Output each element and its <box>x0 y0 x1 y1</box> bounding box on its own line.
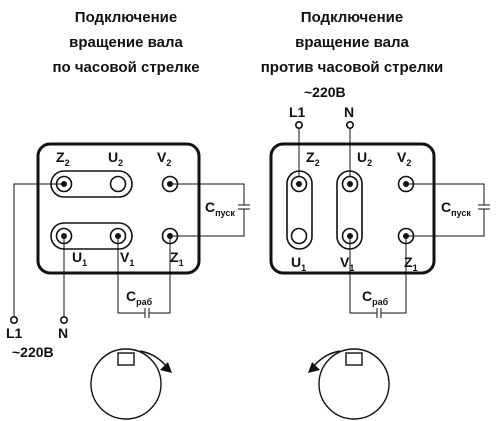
left-wire-l1 <box>13 183 64 316</box>
left-label-u2: U2 <box>108 149 123 168</box>
right-terminal-box <box>269 142 436 275</box>
left-label-v1: V1 <box>120 249 134 268</box>
right-crun-wire-left <box>349 236 377 314</box>
left-n-terminal <box>59 315 68 324</box>
left-jumper-u1-v1 <box>50 222 133 250</box>
left-n-label: N <box>58 325 68 341</box>
right-terminal-u2 <box>341 175 359 193</box>
right-label-u1: U1 <box>291 254 306 273</box>
right-n-terminal <box>345 121 354 130</box>
left-crun-label: Cраб <box>126 288 153 307</box>
left-cstart-wire-bottom <box>170 209 245 237</box>
right-label-z1: Z1 <box>404 254 418 273</box>
right-crun-wire-right <box>381 236 407 314</box>
left-title-line-3: по часовой стрелке <box>52 59 199 76</box>
left-label-u1: U1 <box>72 249 87 268</box>
right-cstart-label: Cпуск <box>441 199 471 218</box>
left-cstart-wire-top <box>170 183 245 205</box>
left-l1-label: L1 <box>6 325 23 341</box>
right-title-line-3: против часовой стрелки <box>261 59 444 76</box>
left-crun-wire-right <box>149 236 171 314</box>
right-cstart-wire-top <box>406 183 485 205</box>
right-label-z2: Z2 <box>306 149 320 168</box>
left-crun-wire-left <box>117 236 145 314</box>
left-label-v2: V2 <box>157 149 171 168</box>
left-title-line-2: вращение вала <box>69 34 183 51</box>
right-label-u2: U2 <box>357 149 372 168</box>
right-title-line-2: вращение вала <box>295 34 409 51</box>
right-label-v1: V1 <box>340 254 354 273</box>
right-l1-label: L1 <box>289 104 306 120</box>
left-terminal-u2 <box>109 175 127 193</box>
left-cstart-label: Cпуск <box>205 199 235 218</box>
right-terminal-u1 <box>290 227 308 245</box>
right-terminal-z2 <box>290 175 308 193</box>
right-label-v2: V2 <box>397 149 411 168</box>
right-l1-terminal <box>294 121 303 130</box>
left-label-z2: Z2 <box>56 149 70 168</box>
right-title-line-1: Подключение <box>301 9 403 26</box>
right-voltage-label: ~220В <box>304 84 346 100</box>
right-cstart-wire-bottom <box>406 209 485 237</box>
left-label-z1: Z1 <box>170 249 184 268</box>
right-crun-label: Cраб <box>362 288 389 307</box>
left-voltage-label: ~220В <box>12 344 54 360</box>
left-l1-terminal <box>10 315 19 324</box>
right-shaft-rotation-counterclockwise-icon <box>308 348 390 420</box>
left-title-line-1: Подключение <box>75 9 177 26</box>
left-shaft-rotation-clockwise-icon <box>90 348 172 420</box>
right-n-label: N <box>344 104 354 120</box>
clockwise-diagram: Подключение вращение вала по часовой стр… <box>6 9 250 420</box>
counterclockwise-diagram: Подключение вращение вала против часовой… <box>261 9 490 420</box>
